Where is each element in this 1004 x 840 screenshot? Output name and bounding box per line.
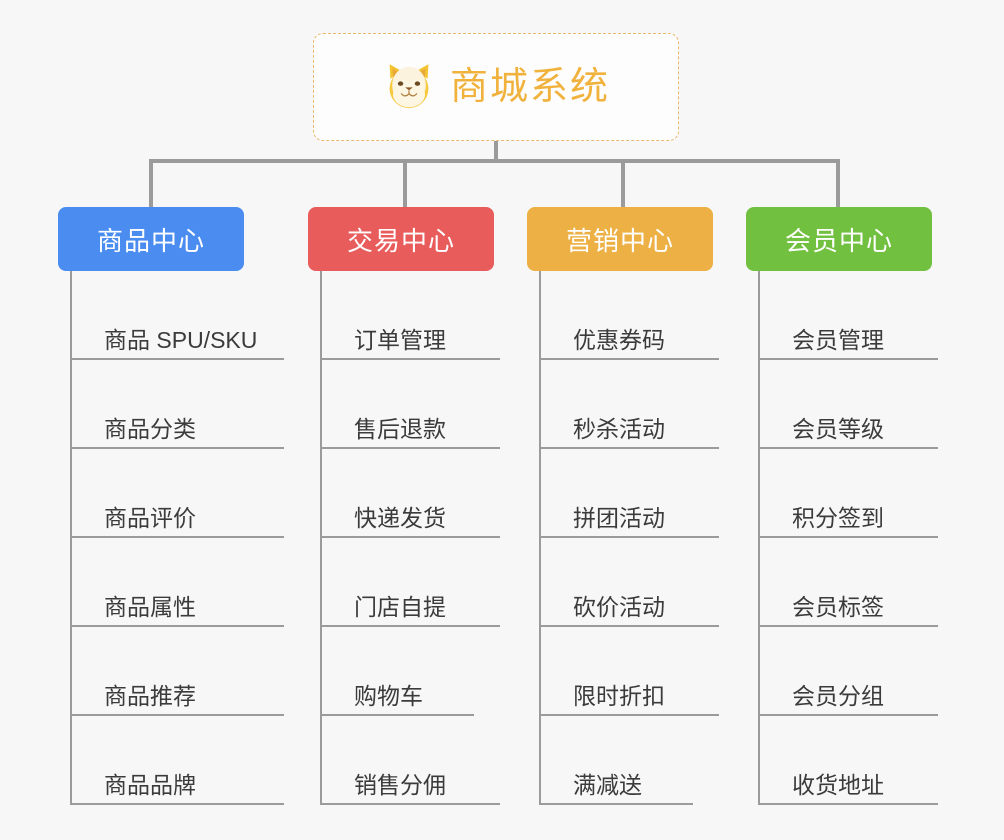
leaf-item[interactable]: 购物车 [322, 627, 474, 716]
leaf-label: 订单管理 [354, 327, 446, 353]
root-node[interactable]: 商城系统 [313, 33, 679, 141]
branch-header-label: 商品中心 [96, 225, 205, 256]
leaf-item[interactable]: 销售分佣 [322, 716, 500, 805]
leaf-label: 购物车 [354, 683, 423, 709]
branch-header-label: 营销中心 [565, 225, 674, 256]
leaf-item[interactable]: 限时折扣 [541, 627, 719, 716]
leaf-label: 销售分佣 [354, 772, 446, 798]
leaf-stack-营销中心: 优惠券码 秒杀活动 拼团活动 砍价活动 限时折扣 满减送 [539, 271, 719, 805]
leaf-item[interactable]: 商品 SPU/SKU [72, 271, 284, 360]
leaf-label: 会员管理 [792, 327, 884, 353]
leaf-item[interactable]: 会员标签 [760, 538, 938, 627]
leaf-item[interactable]: 售后退款 [322, 360, 500, 449]
connector-drop-商品中心 [149, 159, 153, 209]
leaf-stack-交易中心: 订单管理 售后退款 快递发货 门店自提 购物车 销售分佣 [320, 271, 500, 805]
leaf-item[interactable]: 商品品牌 [72, 716, 284, 805]
leaf-item[interactable]: 商品评价 [72, 449, 284, 538]
leaf-item[interactable]: 积分签到 [760, 449, 938, 538]
leaf-label: 商品推荐 [104, 683, 196, 709]
leaf-item[interactable]: 砍价活动 [541, 538, 719, 627]
leaf-label: 拼团活动 [573, 505, 665, 531]
leaf-label: 会员分组 [792, 683, 884, 709]
leaf-label: 会员等级 [792, 416, 884, 442]
leaf-label: 秒杀活动 [573, 416, 665, 442]
branch-header-label: 会员中心 [784, 225, 893, 256]
leaf-stack-商品中心: 商品 SPU/SKU 商品分类 商品评价 商品属性 商品推荐 商品品牌 [70, 271, 284, 805]
branch-header-label: 交易中心 [346, 225, 455, 256]
connector-drop-营销中心 [621, 159, 625, 209]
leaf-item[interactable]: 会员管理 [760, 271, 938, 360]
branch-header-商品中心[interactable]: 商品中心 [58, 207, 244, 271]
branch-header-营销中心[interactable]: 营销中心 [527, 207, 713, 271]
leaf-item[interactable]: 商品属性 [72, 538, 284, 627]
leaf-item[interactable]: 快递发货 [322, 449, 500, 538]
leaf-label: 商品评价 [104, 505, 196, 531]
leaf-label: 优惠券码 [573, 327, 665, 353]
leaf-item[interactable]: 拼团活动 [541, 449, 719, 538]
connector-horizontal-bus [149, 159, 840, 163]
leaf-label: 砍价活动 [573, 594, 665, 620]
root-title: 商城系统 [449, 66, 610, 108]
connector-drop-会员中心 [836, 159, 840, 209]
branch-header-会员中心[interactable]: 会员中心 [746, 207, 932, 271]
branch-交易中心: 交易中心 订单管理 售后退款 快递发货 门店自提 购物车 销售分佣 [308, 207, 500, 805]
leaf-stack-会员中心: 会员管理 会员等级 积分签到 会员标签 会员分组 收货地址 [758, 271, 938, 805]
leaf-label: 会员标签 [792, 594, 884, 620]
leaf-label: 积分签到 [792, 505, 884, 531]
branch-会员中心: 会员中心 会员管理 会员等级 积分签到 会员标签 会员分组 收货地址 [746, 207, 938, 805]
leaf-item[interactable]: 秒杀活动 [541, 360, 719, 449]
connector-drop-交易中心 [403, 159, 407, 209]
leaf-item[interactable]: 门店自提 [322, 538, 500, 627]
leaf-label: 门店自提 [354, 594, 446, 620]
leaf-item[interactable]: 商品分类 [72, 360, 284, 449]
leaf-label: 商品 SPU/SKU [104, 327, 258, 353]
branch-header-交易中心[interactable]: 交易中心 [308, 207, 494, 271]
leaf-item[interactable]: 商品推荐 [72, 627, 284, 716]
leaf-item[interactable]: 会员等级 [760, 360, 938, 449]
leaf-label: 商品品牌 [104, 772, 196, 798]
leaf-label: 售后退款 [354, 416, 446, 442]
leaf-label: 商品分类 [104, 416, 196, 442]
leaf-label: 快递发货 [354, 505, 446, 531]
leaf-label: 限时折扣 [573, 683, 665, 709]
connector-root-stem [494, 141, 498, 161]
leaf-label: 收货地址 [792, 772, 884, 798]
leaf-item[interactable]: 会员分组 [760, 627, 938, 716]
leaf-label: 商品属性 [104, 594, 196, 620]
leaf-item[interactable]: 优惠券码 [541, 271, 719, 360]
shiba-inu-dog-face-icon [382, 60, 436, 114]
leaf-item[interactable]: 收货地址 [760, 716, 938, 805]
leaf-item[interactable]: 订单管理 [322, 271, 500, 360]
leaf-label: 满减送 [573, 772, 642, 798]
branch-营销中心: 营销中心 优惠券码 秒杀活动 拼团活动 砍价活动 限时折扣 满减送 [527, 207, 719, 805]
branch-商品中心: 商品中心 商品 SPU/SKU 商品分类 商品评价 商品属性 商品推荐 商品品牌 [58, 207, 284, 805]
leaf-item[interactable]: 满减送 [541, 716, 693, 805]
